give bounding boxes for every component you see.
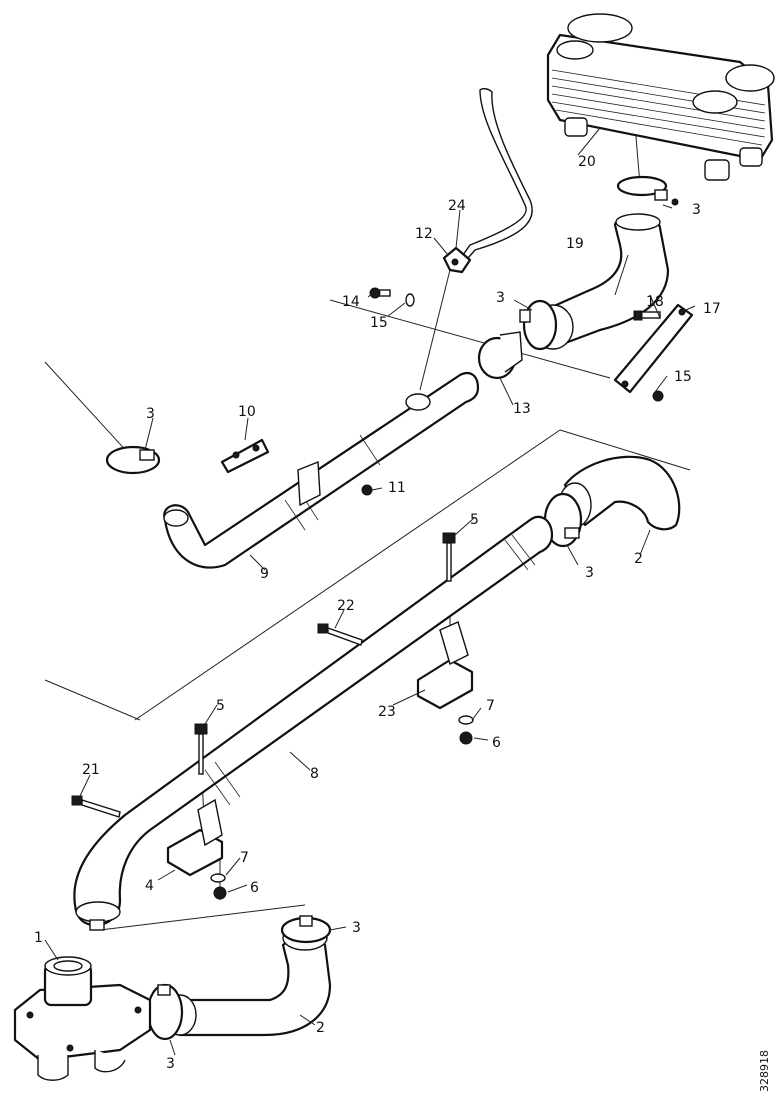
callout-19: 19 [566,236,584,252]
callout-9: 9 [260,566,269,582]
callout-2-lower: 2 [316,1020,325,1036]
callout-11: 11 [388,480,406,496]
callout-6-lower: 6 [250,880,259,896]
callout-5-lower: 5 [216,698,225,714]
bolt-14 [369,287,391,299]
bolt-18 [633,310,661,321]
bracket-11-mount [297,460,321,507]
callout-8: 8 [310,766,319,782]
hose-clamp-lower-right [280,915,332,944]
sensor-cable-24 [457,87,533,266]
callout-3-lower-left: 3 [166,1056,175,1072]
callout-23: 23 [378,704,396,720]
callout-15-left: 15 [370,315,388,331]
nut-6-lower [213,886,227,900]
hose-clamp-lower-left [146,983,184,1041]
washer-7-upper [458,715,474,725]
clip-13 [477,331,523,380]
bracket-23 [416,621,474,710]
callout-6-upper: 6 [492,735,501,751]
hose-clamp-top [616,175,679,206]
callout-14: 14 [342,294,360,310]
pipe-9 [163,372,480,569]
bolt-5-upper [442,532,456,582]
bracket-17 [613,303,694,394]
callout-12: 12 [415,226,433,242]
callout-10: 10 [238,404,256,420]
callout-3-mid: 3 [496,290,505,306]
bolt-21 [71,795,121,818]
bolt-5-lower [194,723,208,775]
document-id: 328918 [758,1050,771,1092]
callout-3-left: 3 [146,406,155,422]
washer-15 [405,293,415,307]
bracket-10 [220,438,270,474]
callout-21: 21 [82,762,100,778]
bolt-22 [317,623,363,646]
callout-1: 1 [34,930,43,946]
callout-18: 18 [646,294,664,310]
callout-4: 4 [145,878,154,894]
callout-20: 20 [578,154,596,170]
callout-3-lower-right: 3 [352,920,361,936]
washer-7-lower [210,873,226,883]
callout-15-right: 15 [674,369,692,385]
nut-15-right [652,390,664,402]
callout-5-upper: 5 [470,512,479,528]
callout-22: 22 [337,598,355,614]
callout-2-upper: 2 [634,551,643,567]
callout-3-top: 3 [692,202,701,218]
callout-3-right: 3 [585,565,594,581]
nut-6-upper [459,731,473,745]
thermostat-housing-1 [13,956,152,1081]
oil-cooler [546,13,775,181]
callout-leaders [44,127,696,1056]
callout-7-upper: 7 [486,698,495,714]
callout-labels: 1 20 3 24 12 19 3 18 17 14 15 15 13 3 10… [34,154,721,1072]
pipe-8 [73,515,554,931]
nut-11 [361,484,373,496]
callout-17: 17 [703,301,721,317]
callout-7-lower: 7 [240,850,249,866]
callout-24: 24 [448,198,466,214]
callout-13: 13 [513,401,531,417]
sensor-12 [442,246,472,274]
hose-clamp-mid [519,299,558,351]
hose-clamp-left-upper [105,445,161,475]
bracket-4 [166,798,224,877]
